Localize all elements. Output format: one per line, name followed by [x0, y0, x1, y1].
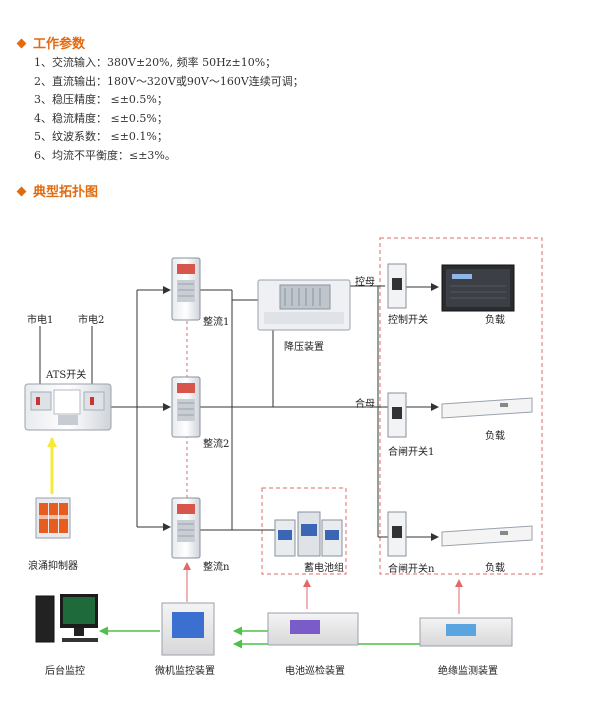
mains1-label: 市电1: [27, 315, 54, 326]
rectifier-n-device: [171, 497, 201, 559]
control-bus-label: 控母: [355, 277, 375, 288]
close-switch-n-label: 合闸开关n: [388, 564, 435, 575]
load-zone-box: [379, 237, 543, 575]
close-switch-n-device: [387, 511, 407, 557]
load-2-server: [441, 397, 533, 419]
battery-label: 蓄电池组: [304, 563, 344, 574]
rectifier-2-device: [171, 376, 201, 438]
load-3-label: 负载: [485, 563, 505, 574]
close-switch-1-device: [387, 392, 407, 438]
rectifier-n-label: 整流n: [203, 562, 230, 573]
insulation-monitor-device: [419, 617, 513, 647]
close-bus-label: 合母: [355, 399, 375, 410]
param-item: 3、稳压精度： ≤±0.5%；: [34, 93, 168, 106]
battery-device: [274, 511, 343, 557]
load-2-label: 负载: [485, 431, 505, 442]
section-header-params: 工作参数: [16, 33, 86, 52]
battery-inspection-device: [267, 612, 359, 646]
battery-inspection-label: 电池巡检装置: [285, 666, 345, 677]
param-item: 2、直流输出：180V～320V或90V～160V连续可调；: [34, 74, 304, 88]
load-3-server: [441, 525, 533, 547]
section-title-topology: 典型拓扑图: [33, 185, 99, 200]
mains2-label: 市电2: [78, 315, 105, 326]
param-item: 4、稳流精度： ≤±0.5%；: [34, 111, 168, 125]
close-switch-1-label: 合闸开关1: [388, 447, 435, 458]
control-switch-device: [387, 263, 407, 309]
param-item: 5、纹波系数： ≤±0.1%；: [34, 130, 168, 143]
section-title-params: 工作参数: [33, 37, 86, 52]
params-list: 1、交流输入：380V±20%, 频率 50Hz±10%； 2、直流输出：180…: [34, 54, 304, 165]
surge-label: 浪涌抑制器: [28, 561, 78, 572]
surge-suppressor-device: [35, 497, 71, 539]
buck-device: [257, 279, 351, 331]
micro-monitor-label: 微机监控装置: [155, 666, 215, 677]
section-header-topology: 典型拓扑图: [16, 181, 99, 200]
load-1-server: [441, 264, 515, 312]
rectifier-1-device: [171, 257, 201, 321]
rectifier-2-label: 整流2: [203, 439, 230, 450]
param-item: 6、均流不平衡度：≤±3%。: [34, 148, 176, 162]
insulation-monitor-label: 绝缘监测装置: [438, 666, 498, 677]
rectifier-1-label: 整流1: [203, 317, 230, 328]
param-item: 1、交流输入：380V±20%, 频率 50Hz±10%；: [34, 56, 277, 69]
battery-zone-box: [261, 487, 347, 575]
ats-label: ATS开关: [46, 370, 87, 381]
backend-monitor-device: [35, 594, 98, 643]
control-switch-label: 控制开关: [388, 315, 428, 326]
buck-label: 降压装置: [284, 342, 324, 353]
backend-monitor-label: 后台监控: [45, 666, 85, 677]
load-1-label: 负载: [485, 315, 505, 326]
micro-monitor-device: [161, 602, 215, 656]
ats-switch-device: [24, 383, 112, 431]
